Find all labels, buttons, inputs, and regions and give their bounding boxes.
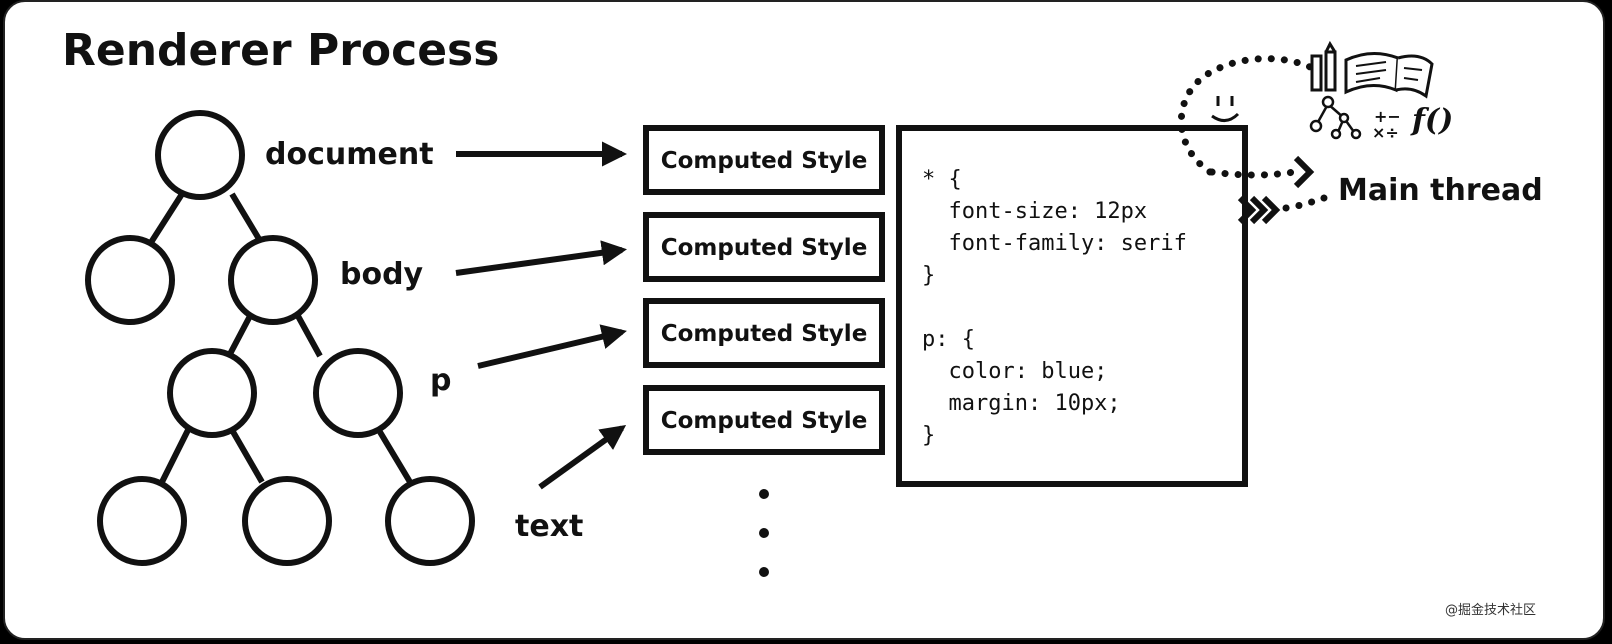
pencils-icon: [1310, 40, 1337, 92]
watermark: @掘金技术社区: [1445, 602, 1536, 618]
diagram-title: Renderer Process: [62, 25, 499, 76]
arrow-text: [538, 425, 627, 490]
arrow-p: [477, 324, 627, 369]
style-arrows: [455, 141, 628, 490]
css-code-line: p: {: [922, 327, 975, 352]
css-code-line: color: blue;: [922, 359, 1107, 384]
tree-node-document: [155, 110, 245, 200]
computed-style-box-4: Computed Style: [643, 385, 885, 455]
tree-node-leaf-2: [242, 476, 332, 566]
css-code-line: }: [922, 263, 935, 288]
svg-text:Computed Style: Computed Style: [661, 235, 868, 261]
svg-text:Computed Style: Computed Style: [661, 148, 868, 174]
svg-text:Computed Style: Computed Style: [661, 321, 868, 347]
css-code-line: }: [922, 423, 935, 448]
face-icon: [1211, 96, 1240, 122]
computed-style-box-3: Computed Style: [643, 298, 885, 368]
css-code-line: margin: 10px;: [922, 391, 1121, 416]
more-items-ellipsis: [759, 489, 769, 577]
css-code-lines: * { font-size: 12px font-family: serif} p…: [922, 167, 1187, 448]
double-chevron-icon: [1237, 195, 1281, 225]
tree-node-leaf-1: [97, 476, 187, 566]
function-icon: f(): [1410, 103, 1453, 138]
tree-node-text: [385, 476, 475, 566]
label-document: document: [265, 137, 434, 172]
label-body: body: [340, 257, 424, 292]
book-icon: [1344, 52, 1434, 99]
tree-node-left-child: [85, 235, 175, 325]
arrow-body: [455, 240, 627, 276]
svg-text:Computed Style: Computed Style: [661, 408, 868, 434]
computed-style-box-2: Computed Style: [643, 212, 885, 282]
tree-node-body: [228, 235, 318, 325]
css-code-line: font-size: 12px: [922, 199, 1147, 224]
math-symbols-icon: +− ×÷: [1372, 107, 1401, 142]
computed-style-box-1: Computed Style: [643, 125, 885, 195]
css-stylesheet-box: * { font-size: 12px font-family: serif} p…: [896, 125, 1248, 487]
label-p: p: [430, 363, 451, 398]
svg-text:×÷: ×÷: [1372, 123, 1399, 142]
css-code-line: * {: [922, 167, 962, 192]
dotted-loop: [1177, 55, 1324, 176]
dom-tree-edges: [147, 192, 413, 484]
main-thread-label: Main thread: [1338, 173, 1543, 208]
label-text: text: [515, 509, 583, 544]
tree-icon: [1309, 95, 1362, 140]
svg-text:+−: +−: [1374, 107, 1401, 126]
css-code-line: font-family: serif: [922, 231, 1187, 256]
chevron-right-icon: [1293, 155, 1315, 189]
tree-node-p: [313, 348, 403, 438]
tree-node-p-left: [167, 348, 257, 438]
main-thread-illustration: +− ×÷ f(): [1177, 40, 1453, 225]
